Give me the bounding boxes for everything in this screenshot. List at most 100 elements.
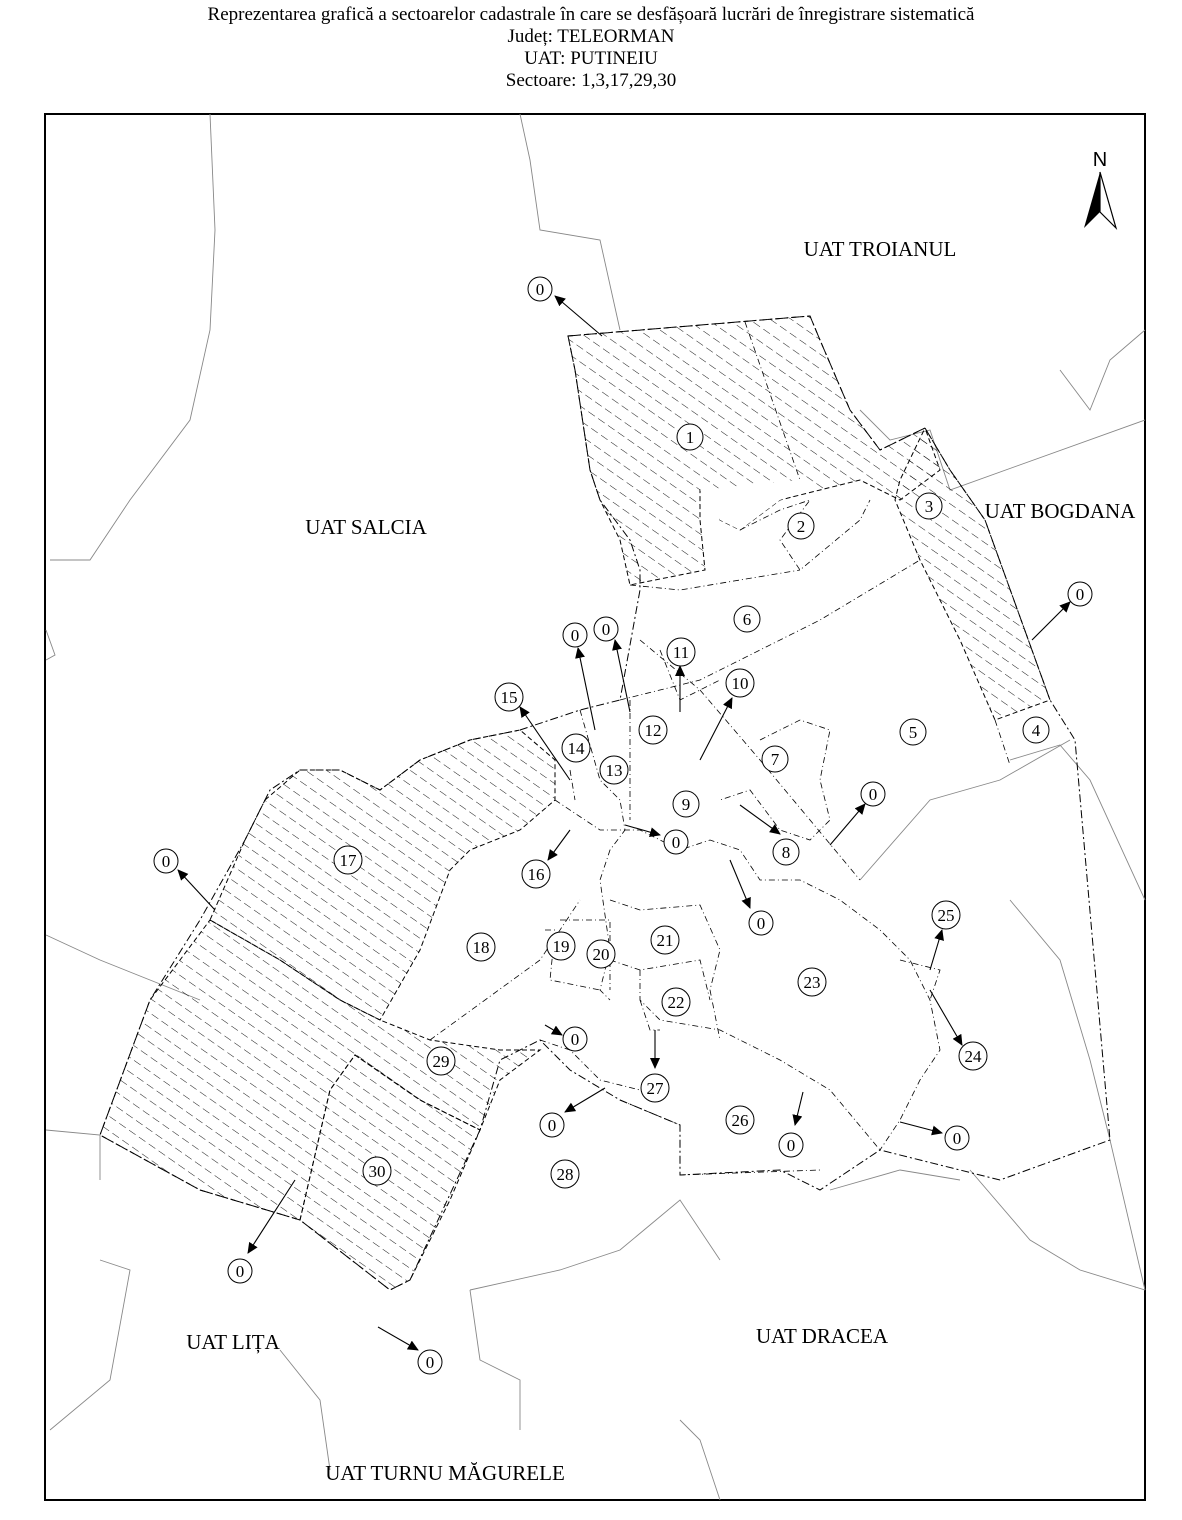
sector-marker-2: 2 [787, 512, 815, 540]
label-uat-salcia: UAT SALCIA [305, 515, 427, 539]
sector-marker-19: 19 [546, 931, 576, 961]
sector-marker-24: 24 [958, 1041, 988, 1071]
county-line: Județ: TELEORMAN [507, 26, 675, 47]
svg-text:0: 0 [426, 1353, 435, 1372]
svg-text:0: 0 [787, 1136, 796, 1155]
svg-text:0: 0 [869, 785, 878, 804]
svg-text:8: 8 [782, 843, 791, 862]
svg-text:0: 0 [162, 852, 171, 871]
svg-text:30: 30 [369, 1162, 386, 1181]
svg-text:2: 2 [797, 517, 806, 536]
sector-marker-7: 7 [761, 745, 789, 773]
svg-text:7: 7 [771, 750, 780, 769]
zero-marker: 0 [153, 848, 179, 874]
zero-marker: 0 [1067, 581, 1093, 607]
zero-arrows [177, 295, 1071, 1351]
svg-text:0: 0 [672, 833, 681, 852]
svg-text:0: 0 [571, 1030, 580, 1049]
sector-1-area [567, 315, 941, 586]
map-title: Reprezentarea grafică a sectoarelor cada… [207, 4, 975, 25]
svg-text:3: 3 [925, 497, 934, 516]
zero-markers: 0 0 0 0 0 0 0 0 0 0 0 0 0 0 [153, 276, 1093, 1375]
svg-text:20: 20 [593, 945, 610, 964]
zero-marker: 0 [562, 622, 588, 648]
sector-marker-10: 10 [725, 668, 755, 698]
svg-text:17: 17 [340, 851, 358, 870]
sector-marker-28: 28 [550, 1159, 580, 1189]
internal-boundaries [429, 321, 1011, 1176]
sector-marker-9: 9 [672, 790, 700, 818]
sector-marker-8: 8 [772, 838, 800, 866]
sectors-line: Sectoare: 1,3,17,29,30 [505, 70, 677, 91]
svg-text:12: 12 [645, 721, 662, 740]
sector-marker-22: 22 [661, 987, 691, 1017]
svg-text:13: 13 [606, 761, 623, 780]
svg-text:0: 0 [953, 1129, 962, 1148]
sector-marker-1: 1 [676, 423, 704, 451]
svg-text:11: 11 [673, 643, 689, 662]
sector-marker-29: 29 [426, 1046, 456, 1076]
sector-marker-6: 6 [733, 605, 761, 633]
sector-marker-12: 12 [638, 715, 668, 745]
svg-text:21: 21 [657, 931, 674, 950]
svg-text:19: 19 [553, 937, 570, 956]
sector-marker-18: 18 [466, 932, 496, 962]
svg-text:23: 23 [804, 973, 821, 992]
svg-text:6: 6 [743, 610, 752, 629]
svg-text:0: 0 [602, 620, 611, 639]
sector-marker-16: 16 [521, 859, 551, 889]
sector-marker-20: 20 [586, 939, 616, 969]
zero-marker: 0 [593, 616, 619, 642]
label-uat-turnu-magurele: UAT TURNU MĂGURELE [325, 1461, 565, 1485]
zero-marker: 0 [417, 1349, 443, 1375]
svg-text:0: 0 [548, 1116, 557, 1135]
svg-text:0: 0 [536, 280, 545, 299]
sector-marker-26: 26 [725, 1105, 755, 1135]
sector-marker-25: 25 [931, 900, 961, 930]
sector-marker-30: 30 [362, 1156, 392, 1186]
sector-marker-14: 14 [561, 733, 591, 763]
svg-text:18: 18 [473, 938, 490, 957]
sector-markers: 1 2 3 4 5 6 7 8 9 10 11 12 13 14 15 16 1… [333, 423, 1050, 1189]
svg-text:0: 0 [1076, 585, 1085, 604]
svg-text:0: 0 [757, 914, 766, 933]
sector-marker-3: 3 [915, 492, 943, 520]
label-uat-troianul: UAT TROIANUL [804, 237, 957, 261]
svg-text:27: 27 [647, 1079, 665, 1098]
zero-marker: 0 [562, 1026, 588, 1052]
uat-line: UAT: PUTINEIU [524, 48, 658, 69]
svg-text:1: 1 [686, 428, 695, 447]
label-uat-lita: UAT LIȚA [186, 1330, 280, 1354]
svg-text:16: 16 [528, 865, 545, 884]
zero-marker: 0 [778, 1132, 804, 1158]
zero-marker: 0 [860, 781, 886, 807]
svg-text:24: 24 [965, 1047, 983, 1066]
svg-text:9: 9 [682, 795, 691, 814]
sector-marker-15: 15 [494, 682, 524, 712]
highlighted-sectors [99, 315, 1051, 1291]
svg-text:25: 25 [938, 906, 955, 925]
svg-text:22: 22 [668, 993, 685, 1012]
sector-marker-11: 11 [666, 637, 696, 667]
sector-marker-13: 13 [599, 755, 629, 785]
map-frame [44, 113, 1146, 1501]
zero-marker: 0 [527, 276, 553, 302]
svg-text:15: 15 [501, 688, 518, 707]
svg-text:4: 4 [1032, 721, 1041, 740]
zero-marker: 0 [663, 829, 689, 855]
neighbour-labels: UAT TROIANUL UAT BOGDANA UAT SALCIA UAT … [186, 237, 1136, 1485]
svg-text:14: 14 [568, 739, 586, 758]
label-uat-dracea: UAT DRACEA [756, 1324, 889, 1348]
zero-marker: 0 [539, 1112, 565, 1138]
svg-text:29: 29 [433, 1052, 450, 1071]
svg-text:10: 10 [732, 674, 749, 693]
sector-3-area [894, 426, 1051, 721]
svg-text:5: 5 [909, 723, 918, 742]
map-title-block: Reprezentarea grafică a sectoarelor cada… [0, 4, 1182, 92]
svg-text:0: 0 [571, 626, 580, 645]
north-label: N [1093, 149, 1107, 171]
sector-marker-4: 4 [1022, 716, 1050, 744]
sector-marker-27: 27 [640, 1073, 670, 1103]
north-arrow: N [1084, 149, 1118, 231]
sector-17-area [209, 729, 556, 1021]
